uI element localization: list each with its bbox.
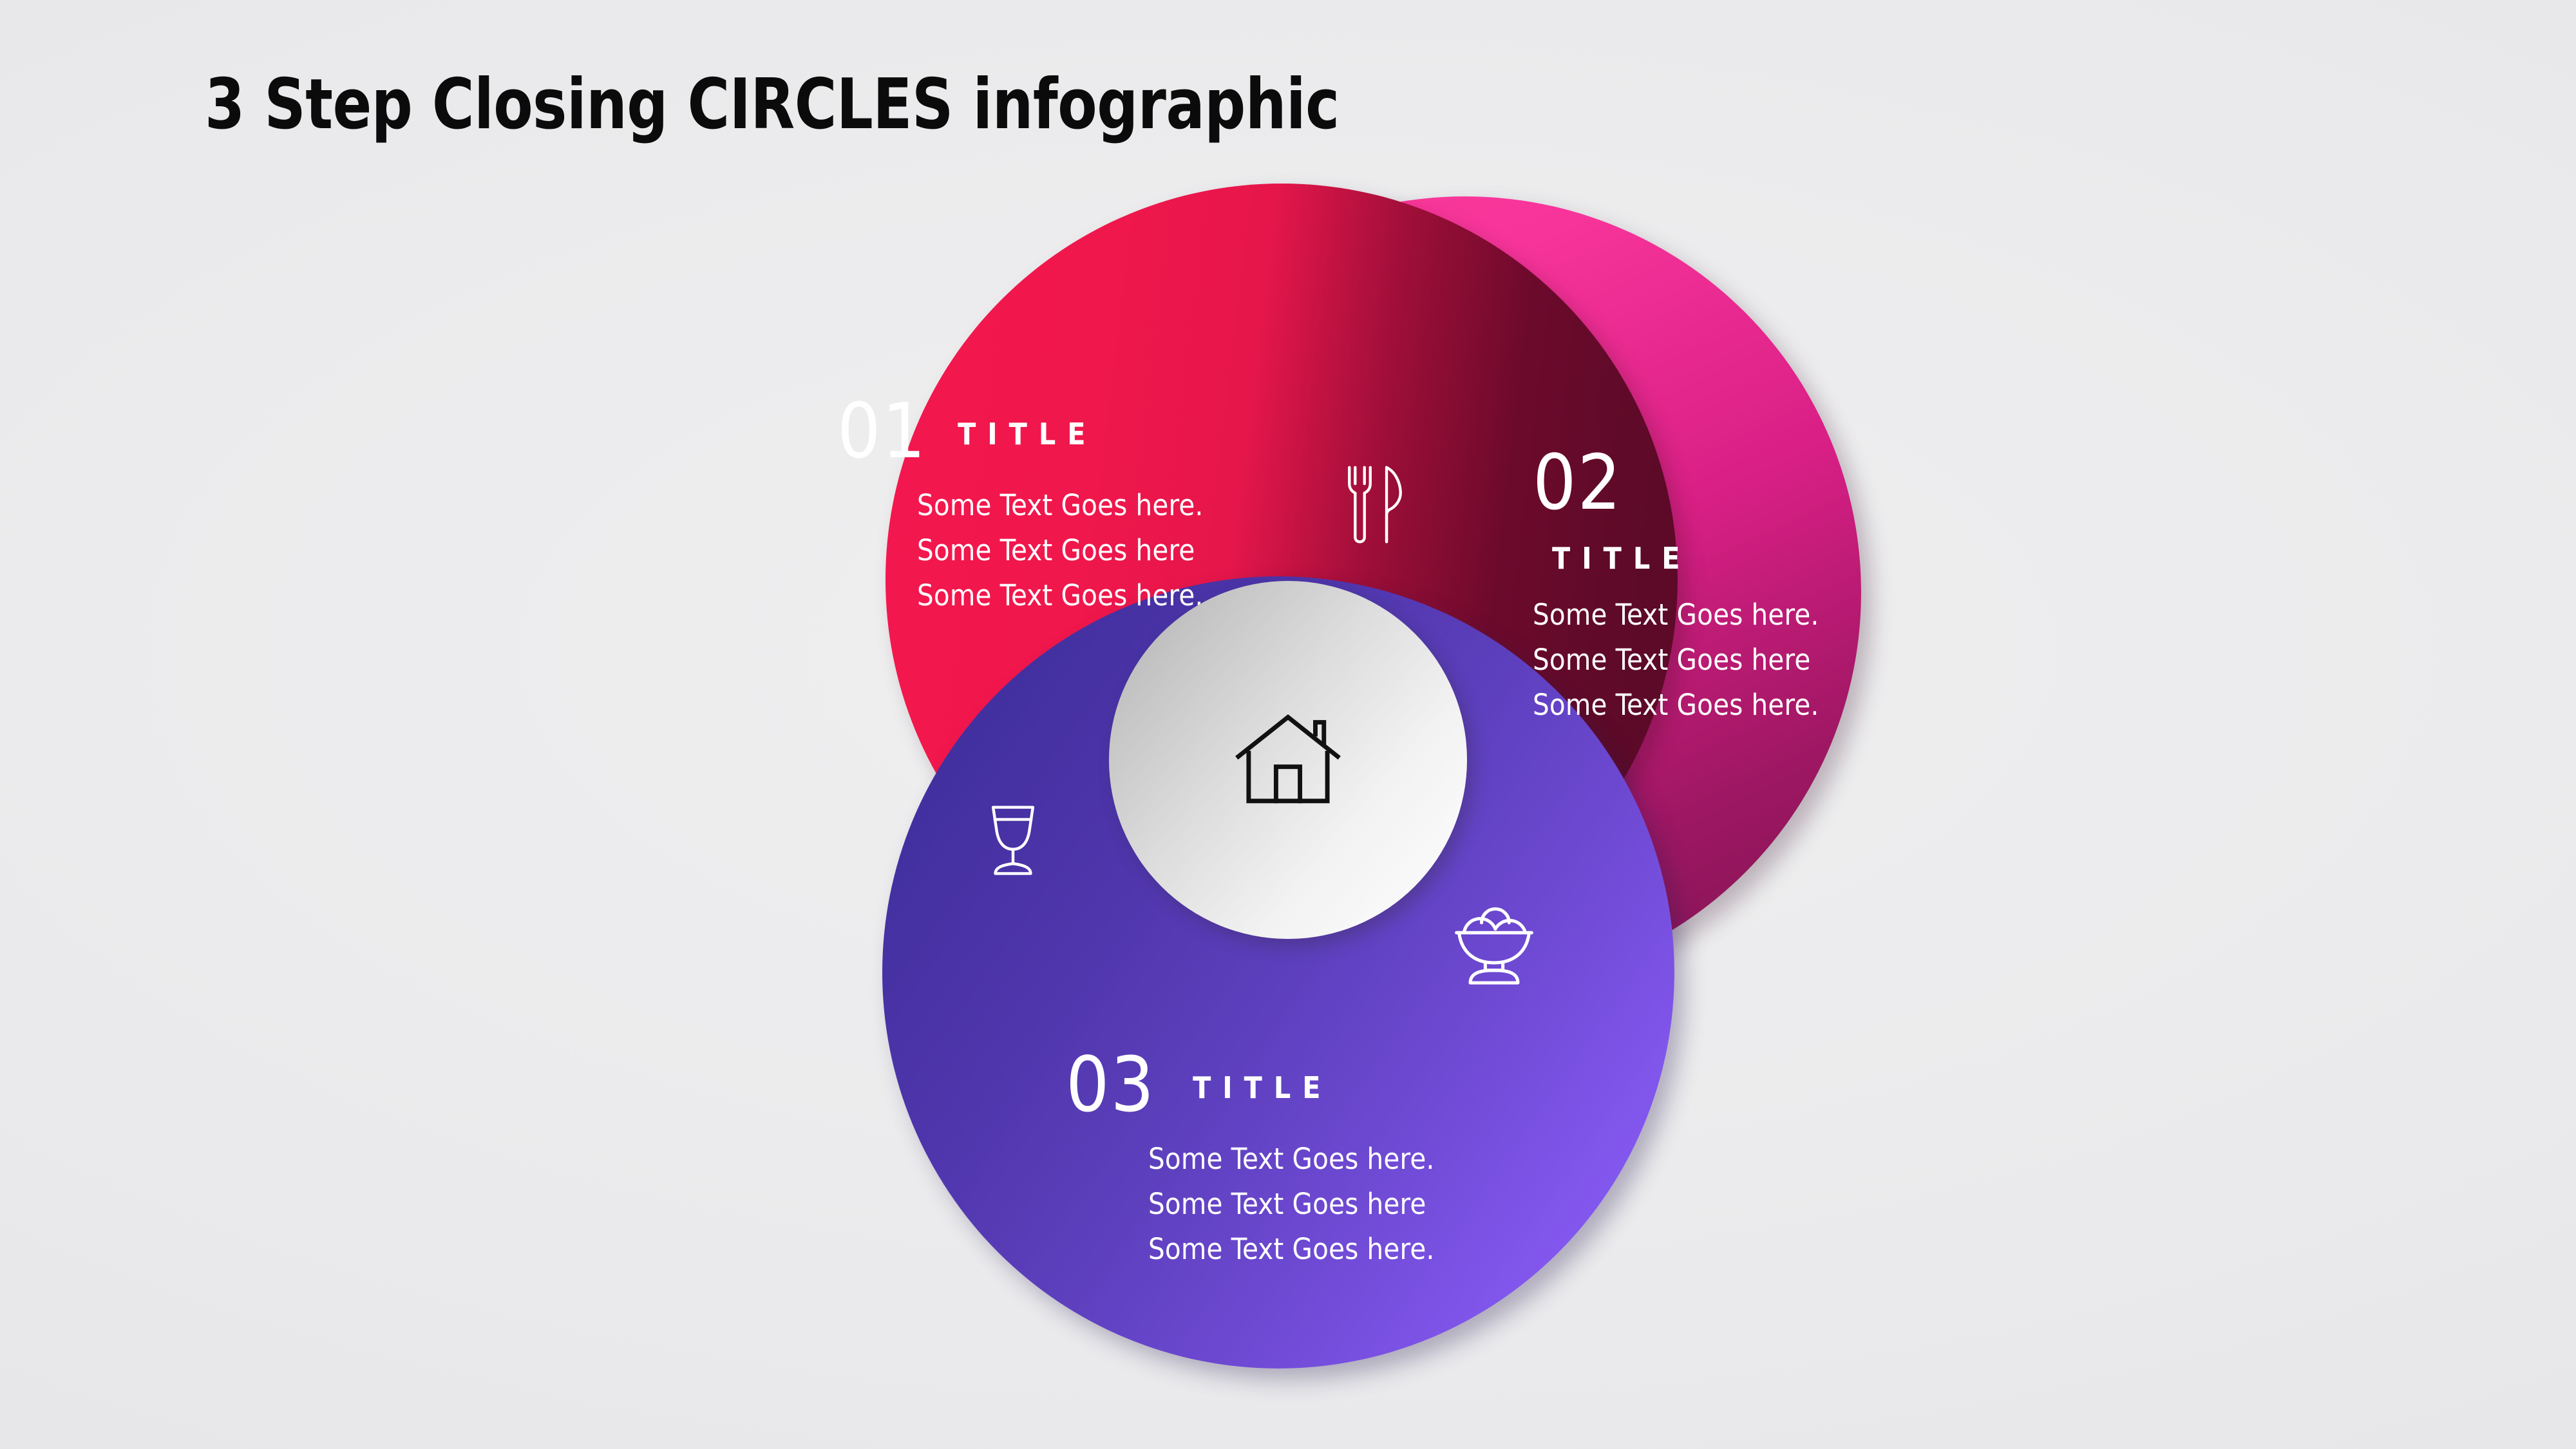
step-panel-02: 02 TITLE Some Text Goes here. Some Text … [1533, 444, 1893, 727]
step-02-body: Some Text Goes here. Some Text Goes here… [1533, 598, 1819, 722]
step-panel-01: 01 TITLE Some Text Goes here. Some Text … [837, 393, 1288, 618]
wine-glass-icon [982, 799, 1044, 882]
step-03-heading-row: 03 TITLE [1066, 1046, 1517, 1122]
house-icon [1233, 705, 1343, 815]
step-02-title: TITLE [1552, 541, 1692, 576]
step-01-heading-row: 01 TITLE [837, 393, 1288, 469]
step-panel-03: 03 TITLE Some Text Goes here. Some Text … [1066, 1046, 1517, 1271]
step-02-number: 02 [1533, 438, 1623, 527]
step-03-title: TITLE [1193, 1070, 1332, 1105]
center-hub[interactable] [1109, 581, 1467, 939]
ice-cream-sundae-icon [1446, 895, 1542, 985]
step-01-number: 01 [837, 386, 927, 475]
page-title: 3 Step Closing CIRCLES infographic [205, 64, 1340, 145]
step-03-number: 03 [1066, 1040, 1156, 1129]
step-01-body: Some Text Goes here. Some Text Goes here… [917, 488, 1204, 612]
step-01-title: TITLE [958, 417, 1097, 451]
step-03-body: Some Text Goes here. Some Text Goes here… [1148, 1142, 1435, 1266]
fork-and-knife-icon [1340, 460, 1410, 544]
